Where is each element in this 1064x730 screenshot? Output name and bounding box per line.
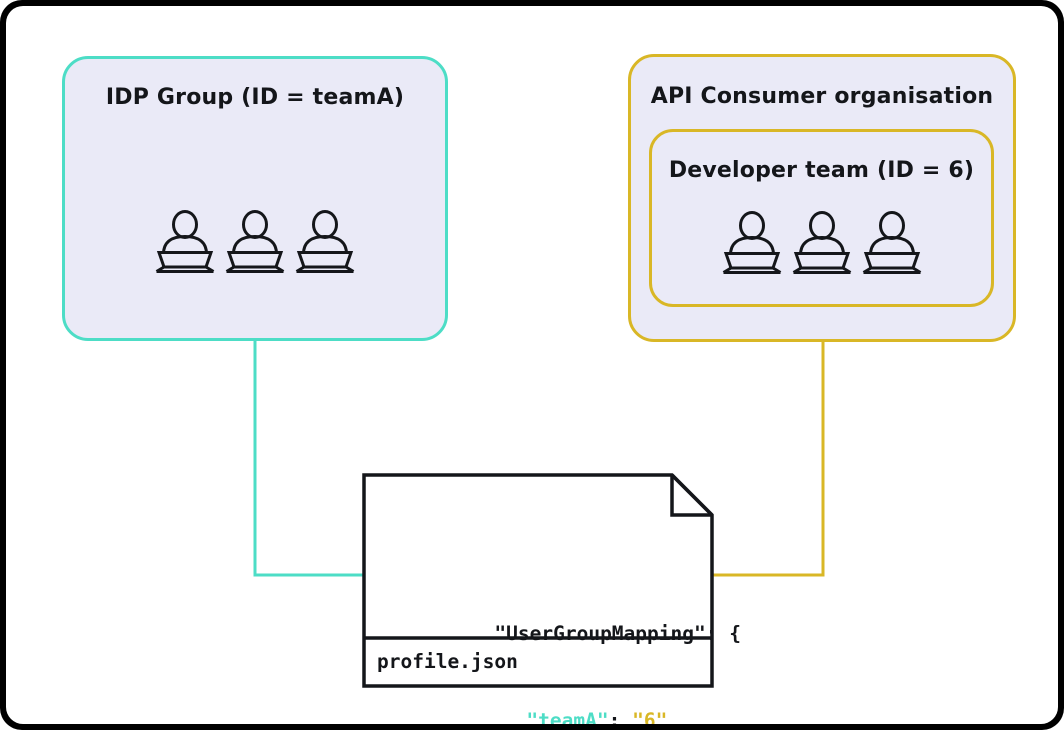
code-object-key: "UserGroupMapping": { — [494, 622, 741, 645]
code-colon: : — [608, 709, 621, 724]
document-code-block: "UserGroupMapping": { "teamA": "6" } — [377, 532, 741, 724]
developer-team-title: Developer team (ID = 6) — [668, 158, 975, 183]
idp-group-box[interactable]: IDP Group (ID = teamA) — [62, 56, 448, 341]
idp-people-row — [65, 209, 445, 275]
person-at-laptop-icon — [722, 211, 781, 274]
code-line-1: "UserGroupMapping": { — [377, 590, 741, 645]
developer-team-people-row — [652, 210, 991, 276]
connector-layer — [253, 307, 825, 688]
document-card-shape — [362, 473, 714, 688]
person-at-laptop-icon — [295, 210, 355, 273]
code-mapping-key: "teamA" — [526, 709, 609, 724]
person-at-laptop-icon — [155, 210, 215, 273]
person-at-laptop-icon — [792, 211, 851, 274]
person-at-laptop-icon — [862, 211, 921, 274]
developer-team-box[interactable]: Developer team (ID = 6) — [649, 129, 994, 307]
person-at-laptop-icon — [225, 210, 285, 273]
document-filename: profile.json — [377, 650, 518, 673]
idp-group-title: IDP Group (ID = teamA) — [105, 85, 405, 110]
code-mapping-value: "6" — [632, 709, 668, 724]
code-line-2: "teamA": "6" — [377, 677, 703, 724]
profile-json-document[interactable]: "UserGroupMapping": { "teamA": "6" } pro… — [363, 474, 741, 724]
diagram-page-surface: IDP Group (ID = teamA) — [6, 6, 1058, 724]
code-space — [620, 709, 632, 724]
api-consumer-organisation-title: API Consumer organisation — [650, 84, 994, 109]
